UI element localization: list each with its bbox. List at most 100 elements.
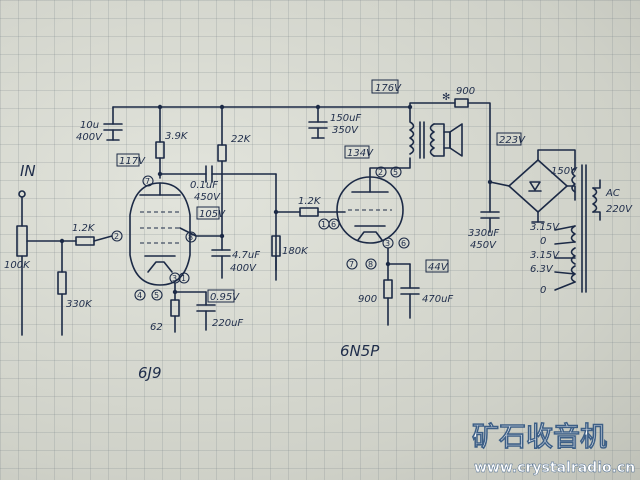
resistor-r-plate <box>155 106 165 179</box>
pin-label: 2 <box>378 168 383 177</box>
pin-marker <box>390 166 402 178</box>
c1-voltage-label: 400V <box>76 132 103 143</box>
v-cathode1-label: 0.95V <box>210 292 240 303</box>
watermark-site-name: 矿石收音机 <box>472 421 607 453</box>
c-couple-value-label: 0.1uF <box>190 180 218 191</box>
c-couple-voltage-label: 450V <box>194 192 221 203</box>
pin-label: 5 <box>393 168 398 177</box>
pin-label: 1 <box>321 220 326 229</box>
c-main-voltage-label: 450V <box>470 240 497 251</box>
cathode-network-2 <box>383 247 420 326</box>
r-grid-leak-label: 330K <box>66 299 93 310</box>
tr-63-label: 6.3V <box>530 264 554 275</box>
v-screen1-box <box>196 206 220 220</box>
input-label: IN <box>20 162 36 180</box>
v-rect-label: 223V <box>499 135 526 146</box>
pin-label: 7 <box>145 177 150 186</box>
tr-ac-label: AC <box>605 188 620 199</box>
pin-marker <box>365 258 377 270</box>
v-rect-box <box>496 132 522 146</box>
pin-marker <box>375 166 387 178</box>
r-cathode1-label: 62 <box>150 322 163 333</box>
r-grid2-label: 1.2K <box>298 196 322 207</box>
v-plate2-label: 134V <box>347 148 374 159</box>
tr-0a-label: 0 <box>540 236 546 247</box>
v-plate1-box <box>116 153 140 167</box>
junction <box>273 209 279 215</box>
pin-marker <box>185 231 197 243</box>
c-cathode2-label: 470uF <box>422 294 453 305</box>
r-cathode2-label: 900 <box>358 294 377 305</box>
watermark-url: www.crystalradio.cn <box>474 460 635 476</box>
pin-label: 8 <box>188 233 193 242</box>
pin-label: 7 <box>349 260 354 269</box>
tr-sec-hv-label: 150V <box>551 166 578 177</box>
tube1-name: 6J9 <box>138 364 162 382</box>
pin-label: 6 <box>331 220 336 229</box>
tr-315a-label: 3.15V <box>530 222 560 233</box>
pin-marker <box>398 237 410 249</box>
pin-marker <box>151 289 163 301</box>
tube-6j9 <box>129 182 197 286</box>
tr-mains-label: 220V <box>606 204 633 215</box>
r-plate-label: 3.9K <box>165 131 189 142</box>
c-main-value-label: 330uF <box>468 228 499 239</box>
c-filter-value-label: 150uF <box>330 113 361 124</box>
junction <box>157 171 163 177</box>
r-screen-label: 22K <box>231 134 252 145</box>
v-bplus-box <box>371 79 399 94</box>
bplus-rail <box>112 102 456 108</box>
junction <box>172 289 178 295</box>
bplus-rail-right <box>467 102 491 183</box>
capacitor-filter <box>308 106 328 139</box>
input-terminal <box>16 190 113 336</box>
pin-marker <box>134 289 146 301</box>
c-cathode1-label: 220uF <box>212 318 243 329</box>
v-cathode2-box <box>425 259 449 273</box>
v-plate2-box <box>344 145 370 159</box>
pin-label: 1 <box>181 274 186 283</box>
r-drop-label: 900 <box>456 86 475 97</box>
capacitor-main <box>480 181 500 233</box>
pin-label: 8 <box>368 260 373 269</box>
v-cathode2-label: 44V <box>428 262 449 273</box>
bridge-rectifier <box>489 149 576 223</box>
tube2-name: 6N5P <box>340 342 380 360</box>
r-grid-label: 1.2K <box>72 223 96 234</box>
pin-label: 5 <box>154 291 159 300</box>
resistor-drop <box>454 98 469 108</box>
pin-label: 3 <box>385 239 390 248</box>
power-transformer <box>554 164 601 293</box>
v-plate1-label: 117V <box>119 156 146 167</box>
output-transformer <box>369 106 463 178</box>
c-screen-value-label: 4.7uF <box>232 250 260 261</box>
pin-marker <box>142 175 154 187</box>
c1-value-label: 10u <box>80 120 99 131</box>
pin-label: 2 <box>114 232 119 241</box>
tr-315b-label: 3.15V <box>530 250 560 261</box>
v-screen1-label: 105V <box>199 209 226 220</box>
pin-marker <box>346 258 358 270</box>
tube-6n5p <box>336 176 404 244</box>
resistor-grid-leak <box>57 240 67 336</box>
c-filter-voltage-label: 350V <box>332 125 359 136</box>
c-screen-voltage-label: 400V <box>230 263 257 274</box>
r-grid-leak2-label: 180K <box>282 246 309 257</box>
cathode-network-1 <box>170 282 216 333</box>
v-cathode1-box <box>207 289 235 303</box>
capacitor-screen-bypass <box>211 249 231 279</box>
capacitor-coupling <box>159 165 277 271</box>
watermark: 矿石收音机 www.crystalradio.cn <box>472 421 636 477</box>
capacitor-c1 <box>103 106 123 141</box>
pin-marker <box>328 218 340 230</box>
resistor-r-screen <box>217 106 227 251</box>
junction <box>385 261 391 267</box>
pin-label: 3 <box>172 274 177 283</box>
tr-0b-label: 0 <box>540 285 546 296</box>
interstage-network <box>271 207 346 281</box>
v-bplus-label: 176V <box>375 83 402 94</box>
pin-label: 6 <box>401 239 406 248</box>
pin-label: 4 <box>137 291 142 300</box>
